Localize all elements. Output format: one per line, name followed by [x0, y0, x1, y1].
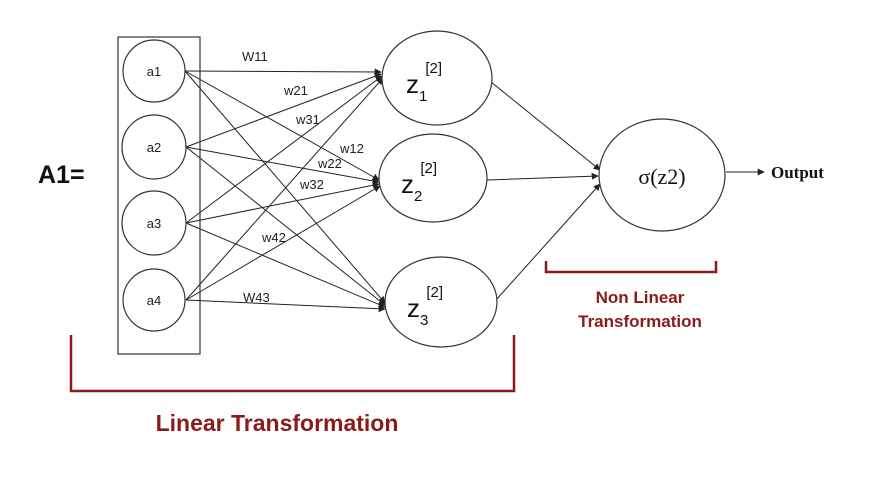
nonlinear-bracket: [544, 261, 718, 274]
linear-label: Linear Transformation: [156, 410, 399, 436]
hidden-node-label: z2[2]: [401, 160, 437, 205]
hidden-node-label: z3[2]: [407, 284, 443, 329]
edge-z2-sigma: [486, 172, 599, 181]
weight-label-w22: w22: [317, 156, 342, 171]
input-node-a4: a4: [122, 268, 186, 332]
weight-label-w42: w42: [261, 230, 286, 245]
input-layer-box: [117, 36, 201, 355]
linear-bracket: [69, 335, 516, 393]
input-node-label: a1: [147, 64, 161, 79]
activation-label: σ(z2): [638, 164, 685, 189]
weight-label-w31: w31: [295, 112, 320, 127]
weight-label-w32: w32: [299, 177, 324, 192]
weight-label-w11: W11: [242, 49, 268, 64]
edge-a4-z2: [185, 185, 381, 301]
hidden-node-z2: z2[2]: [378, 133, 488, 223]
nonlinear-label-line2: Transformation: [578, 312, 702, 331]
hidden-node-z1: z1[2]: [381, 30, 493, 126]
edge-a3-z1: [185, 75, 383, 224]
input-node-a3: a3: [121, 190, 187, 256]
input-node-label: a2: [147, 140, 161, 155]
edge-a4-z3: [185, 299, 386, 313]
edge-a2-z2: [185, 146, 380, 185]
input-node-label: a4: [147, 293, 161, 308]
input-node-label: a3: [147, 216, 161, 231]
weight-label-w12: w12: [339, 141, 364, 156]
input-node-a1: a1: [122, 39, 186, 103]
edge-a1-z2: [184, 70, 380, 181]
hidden-node-label: z1[2]: [406, 60, 442, 105]
hidden-node-z3: z3[2]: [384, 256, 498, 348]
weight-label-w21: w21: [283, 83, 308, 98]
input-node-a2: a2: [121, 114, 187, 180]
edge-a3-z3: [185, 222, 386, 308]
weight-label-w43: W43: [243, 290, 270, 305]
edge-a1-z3: [184, 70, 386, 304]
activation-node: σ(z2): [598, 118, 726, 232]
edge-z3-sigma: [495, 183, 601, 301]
edge-a4-z1: [185, 77, 384, 301]
edge-z1-sigma: [490, 81, 601, 171]
output-label: Output: [771, 163, 824, 182]
edge-a2-z1: [185, 72, 382, 148]
a1-vector-label: A1=: [38, 161, 85, 189]
edge-a1-z1: [184, 68, 382, 76]
input-hidden-edges: [184, 68, 386, 313]
edge-a3-z2: [185, 181, 380, 224]
nonlinear-label-line1: Non Linear: [596, 288, 685, 307]
edge-a2-z3: [185, 146, 386, 306]
